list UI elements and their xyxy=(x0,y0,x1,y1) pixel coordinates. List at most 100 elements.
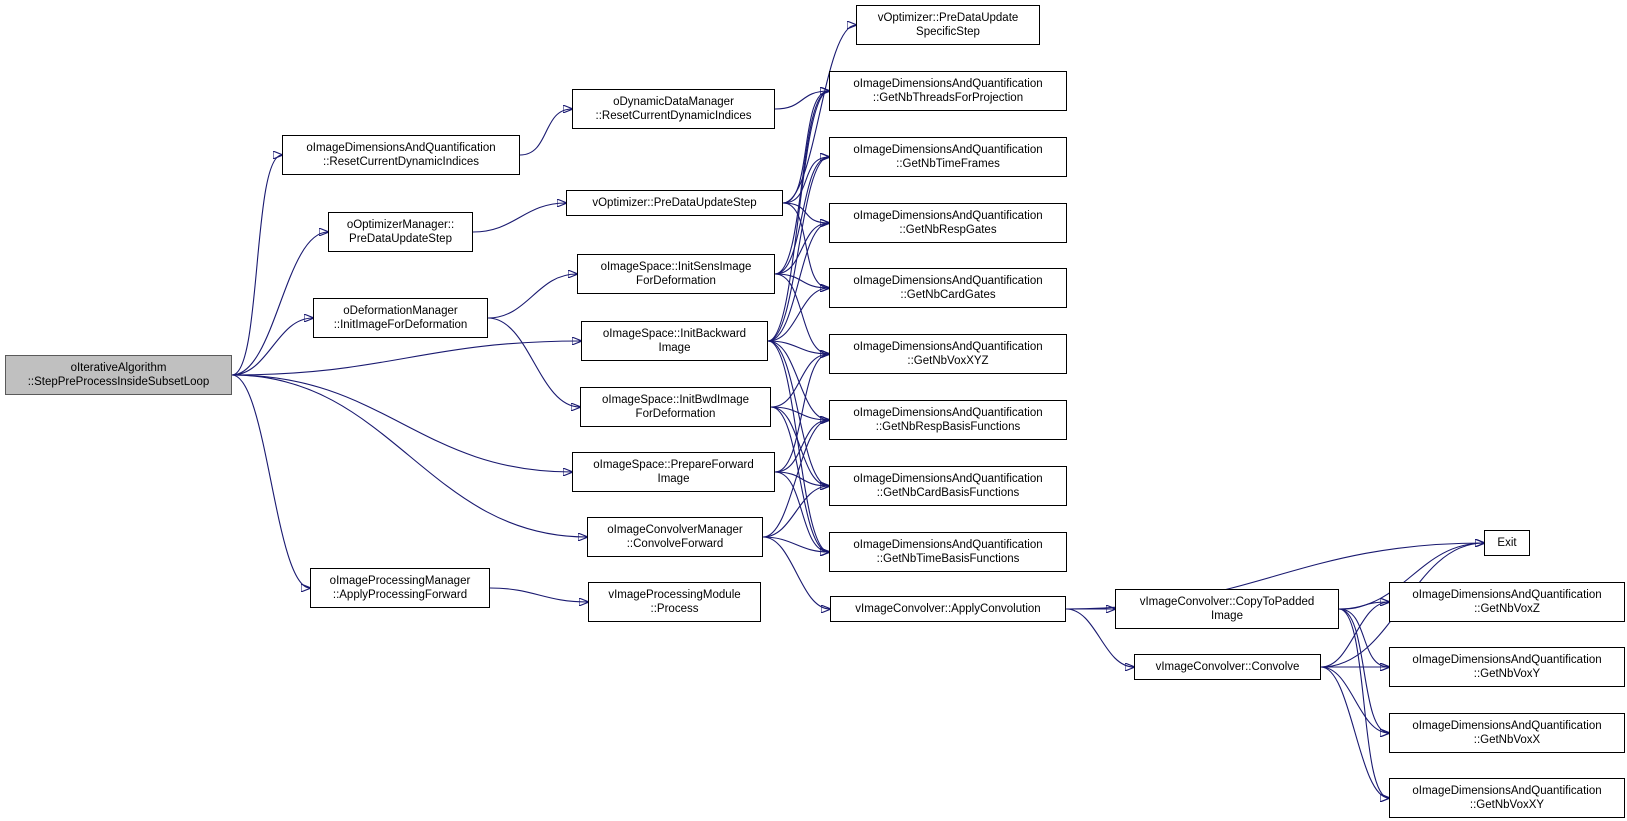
node-exit[interactable]: Exit xyxy=(1484,530,1530,556)
node-image-space-init-backward-image[interactable]: oImageSpace::InitBackward Image xyxy=(581,321,768,361)
node-image-dims-reset-dynamic-indices[interactable]: oImageDimensionsAndQuantification ::Rese… xyxy=(282,135,520,175)
node-label-line2: ::ResetCurrentDynamicIndices xyxy=(595,110,752,122)
call-edge-init_sens-to-nb_threads xyxy=(774,91,829,275)
node-image-space-init-sens-image[interactable]: oImageSpace::InitSensImage ForDeformatio… xyxy=(577,254,775,294)
node-voptimizer-pre-data-update-step[interactable]: vOptimizer::PreDataUpdateStep xyxy=(566,190,783,216)
node-label-line1: vImageConvolver::Convolve xyxy=(1155,661,1300,673)
call-edge-proc_mgr-to-proc_mod xyxy=(489,587,588,602)
call-edge-vopt_pdus-to-nb_threads xyxy=(782,91,829,204)
call-edge-img_reset-to-dyn_reset xyxy=(519,109,572,156)
call-edge-init_back-to-nb_tf xyxy=(767,157,829,342)
call-edge-convolve-to-nb_z xyxy=(1320,602,1389,668)
call-edge-root-to-img_reset xyxy=(231,155,282,376)
node-label-line1: vImageConvolver::ApplyConvolution xyxy=(855,603,1041,615)
call-edge-root-to-conv_mgr xyxy=(231,374,587,537)
node-iterative-algorithm-step-preprocess: oIterativeAlgorithm ::StepPreProcessInsi… xyxy=(5,355,232,395)
node-label-line1: oIterativeAlgorithm xyxy=(70,362,167,374)
node-label-line2: ::ApplyProcessingForward xyxy=(332,589,468,601)
call-edge-init_bwd-to-nb_xyz xyxy=(770,354,829,408)
node-label-line1: oImageDimensionsAndQuantification xyxy=(853,407,1043,419)
node-label-line2: ::GetNbThreadsForProjection xyxy=(872,92,1024,104)
node-get-nb-vox-x[interactable]: oImageDimensionsAndQuantification ::GetN… xyxy=(1389,713,1625,753)
node-label-line2: ::StepPreProcessInsideSubsetLoop xyxy=(27,376,210,388)
call-edge-copy_pad-to-nb_x xyxy=(1338,608,1389,733)
node-label-line2: PreDataUpdateStep xyxy=(349,233,452,245)
node-label-line2: ::GetNbVoxXY xyxy=(1469,799,1545,811)
node-image-space-prepare-forward-image[interactable]: oImageSpace::PrepareForward Image xyxy=(572,452,775,492)
node-get-nb-vox-y[interactable]: oImageDimensionsAndQuantification ::GetN… xyxy=(1389,647,1625,687)
call-edge-root-to-prep_fwd xyxy=(231,374,572,472)
node-label-line1: oImageSpace::InitBackward xyxy=(602,328,747,340)
node-optimizer-manager-pre-data-update[interactable]: oOptimizerManager:: PreDataUpdateStep xyxy=(328,212,473,252)
node-label-line2: ::GetNbVoxZ xyxy=(1474,603,1540,615)
node-label-line1: oImageDimensionsAndQuantification xyxy=(853,473,1043,485)
call-edge-init_sens-to-nb_tf xyxy=(774,157,829,275)
node-image-processing-module-process[interactable]: vImageProcessingModule ::Process xyxy=(588,582,761,622)
node-get-nb-vox-xy[interactable]: oImageDimensionsAndQuantification ::GetN… xyxy=(1389,778,1625,818)
node-deformation-manager-init-image[interactable]: oDeformationManager ::InitImageForDeform… xyxy=(313,298,488,338)
node-get-nb-time-frames[interactable]: oImageDimensionsAndQuantification ::GetN… xyxy=(829,137,1067,177)
call-edge-init_back-to-nb_cbf xyxy=(767,340,829,486)
node-label-line2: SpecificStep xyxy=(916,26,980,38)
call-edge-opt_mgr-to-vopt_pdus xyxy=(472,203,566,233)
node-get-nb-resp-gates[interactable]: oImageDimensionsAndQuantification ::GetN… xyxy=(829,203,1067,243)
node-get-nb-vox-xyz[interactable]: oImageDimensionsAndQuantification ::GetN… xyxy=(829,334,1067,374)
node-label-line1: vImageProcessingModule xyxy=(608,589,741,601)
node-label-line1: vOptimizer::PreDataUpdateStep xyxy=(592,197,757,209)
node-label-line2: ::GetNbVoxX xyxy=(1473,734,1541,746)
node-get-nb-resp-basis-functions[interactable]: oImageDimensionsAndQuantification ::GetN… xyxy=(829,400,1067,440)
node-get-nb-card-gates[interactable]: oImageDimensionsAndQuantification ::GetN… xyxy=(829,268,1067,308)
node-label-line2: ::GetNbTimeBasisFunctions xyxy=(876,553,1020,565)
node-image-processing-manager-apply[interactable]: oImageProcessingManager ::ApplyProcessin… xyxy=(310,568,490,608)
node-label-line2: ::GetNbRespBasisFunctions xyxy=(875,421,1021,433)
node-label-line1: oImageDimensionsAndQuantification xyxy=(1412,654,1602,666)
node-label-line2: ::GetNbTimeFrames xyxy=(896,158,1000,170)
call-edge-apply_conv-to-convolve xyxy=(1065,608,1134,667)
node-label-line2: ::ConvolveForward xyxy=(626,538,724,550)
node-label-line1: oDynamicDataManager xyxy=(613,96,734,108)
call-edge-init_back-to-nb_rg xyxy=(767,223,829,342)
call-edge-copy_pad-to-nb_xy xyxy=(1338,608,1389,798)
node-label-line2: ForDeformation xyxy=(636,275,716,287)
node-get-nb-vox-z[interactable]: oImageDimensionsAndQuantification ::GetN… xyxy=(1389,582,1625,622)
node-get-nb-card-basis-functions[interactable]: oImageDimensionsAndQuantification ::GetN… xyxy=(829,466,1067,506)
node-label-line1: oImageSpace::InitBwdImage xyxy=(601,394,750,406)
call-edge-root-to-init_back xyxy=(231,341,581,376)
node-image-convolver-manager-convolve-forward[interactable]: oImageConvolverManager ::ConvolveForward xyxy=(587,517,763,557)
node-image-convolver-apply-convolution[interactable]: vImageConvolver::ApplyConvolution xyxy=(830,596,1066,622)
call-edge-convolve-to-nb_x xyxy=(1320,666,1389,733)
call-edge-root-to-proc_mgr xyxy=(231,374,310,588)
node-label-line2: Image xyxy=(658,342,691,354)
node-label-line1: oImageDimensionsAndQuantification xyxy=(1412,785,1602,797)
node-label-line1: oImageDimensionsAndQuantification xyxy=(853,78,1043,90)
node-voptimizer-pre-data-update-specific-step[interactable]: vOptimizer::PreDataUpdate SpecificStep xyxy=(856,5,1040,45)
node-label-line1: vImageConvolver::CopyToPadded xyxy=(1139,596,1315,608)
node-label-line1: oImageProcessingManager xyxy=(329,575,471,587)
node-label-line1: oImageDimensionsAndQuantification xyxy=(853,144,1043,156)
node-label-line2: ::ResetCurrentDynamicIndices xyxy=(323,156,479,168)
node-label-line2: ::GetNbVoxXYZ xyxy=(907,355,989,367)
call-edge-prep_fwd-to-nb_xyz xyxy=(774,354,829,473)
node-get-nb-threads-for-projection[interactable]: oImageDimensionsAndQuantification ::GetN… xyxy=(829,71,1067,111)
node-label-line2: ::GetNbCardBasisFunctions xyxy=(876,487,1020,499)
node-image-convolver-convolve[interactable]: vImageConvolver::Convolve xyxy=(1134,654,1321,680)
node-label-line1: oImageDimensionsAndQuantification xyxy=(1412,720,1602,732)
node-image-space-init-bwd-image[interactable]: oImageSpace::InitBwdImage ForDeformation xyxy=(580,387,771,427)
call-edge-copy_pad-to-nb_y xyxy=(1338,608,1389,667)
call-edge-init_back-to-nb_threads xyxy=(767,91,829,342)
node-label-line1: oImageDimensionsAndQuantification xyxy=(1412,589,1602,601)
call-edge-def_mgr-to-init_sens xyxy=(487,274,577,319)
node-label-line1: vOptimizer::PreDataUpdate xyxy=(877,12,1019,24)
node-get-nb-time-basis-functions[interactable]: oImageDimensionsAndQuantification ::GetN… xyxy=(829,532,1067,572)
call-edge-init_back-to-nb_tbf xyxy=(767,340,829,552)
node-label-line1: oImageDimensionsAndQuantification xyxy=(306,142,496,154)
call-edge-conv_mgr-to-apply_conv xyxy=(762,536,830,609)
node-dynamic-data-manager-reset[interactable]: oDynamicDataManager ::ResetCurrentDynami… xyxy=(572,89,775,129)
node-label-line1: oDeformationManager xyxy=(343,305,458,317)
call-edge-init_bwd-to-nb_tbf xyxy=(770,406,829,552)
node-image-convolver-copy-to-padded-image[interactable]: vImageConvolver::CopyToPadded Image xyxy=(1115,589,1339,629)
call-edge-root-to-opt_mgr xyxy=(231,232,328,376)
node-label-line2: ForDeformation xyxy=(635,408,716,420)
